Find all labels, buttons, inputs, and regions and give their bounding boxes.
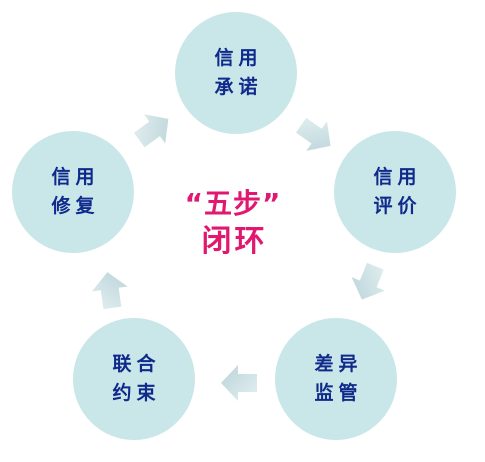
arrow-icon bbox=[133, 114, 169, 148]
node-label-line1: 信用 bbox=[51, 166, 100, 188]
node-label-line1: 信用 bbox=[373, 166, 422, 188]
node-label-line2: 监管 bbox=[314, 382, 363, 404]
center-title-line2: 闭环 bbox=[201, 224, 268, 259]
node-joint-restraint: 联合 约束 bbox=[73, 318, 195, 440]
node-label-line1: 信用 bbox=[214, 47, 263, 69]
node-credit-evaluation: 信用 评价 bbox=[334, 131, 456, 253]
node-label-line1: 差异 bbox=[314, 353, 363, 375]
node-differentiated-supervision: 差异 监管 bbox=[275, 318, 397, 440]
arrow-icon bbox=[295, 117, 331, 151]
arrow-icon bbox=[351, 262, 385, 300]
node-label-line2: 约束 bbox=[112, 382, 161, 404]
arrow-icon bbox=[91, 272, 128, 310]
center-title: “五步” 闭环 bbox=[168, 186, 298, 262]
node-label-line2: 承诺 bbox=[214, 76, 263, 98]
node-label-line2: 评价 bbox=[373, 195, 422, 217]
center-title-line1: “五步” bbox=[184, 187, 282, 220]
node-credit-repair: 信用 修复 bbox=[12, 131, 134, 253]
arrow-icon bbox=[221, 365, 257, 401]
node-label-line1: 联合 bbox=[112, 353, 161, 375]
node-label-line2: 修复 bbox=[51, 195, 100, 217]
node-credit-commitment: 信用 承诺 bbox=[175, 12, 297, 134]
